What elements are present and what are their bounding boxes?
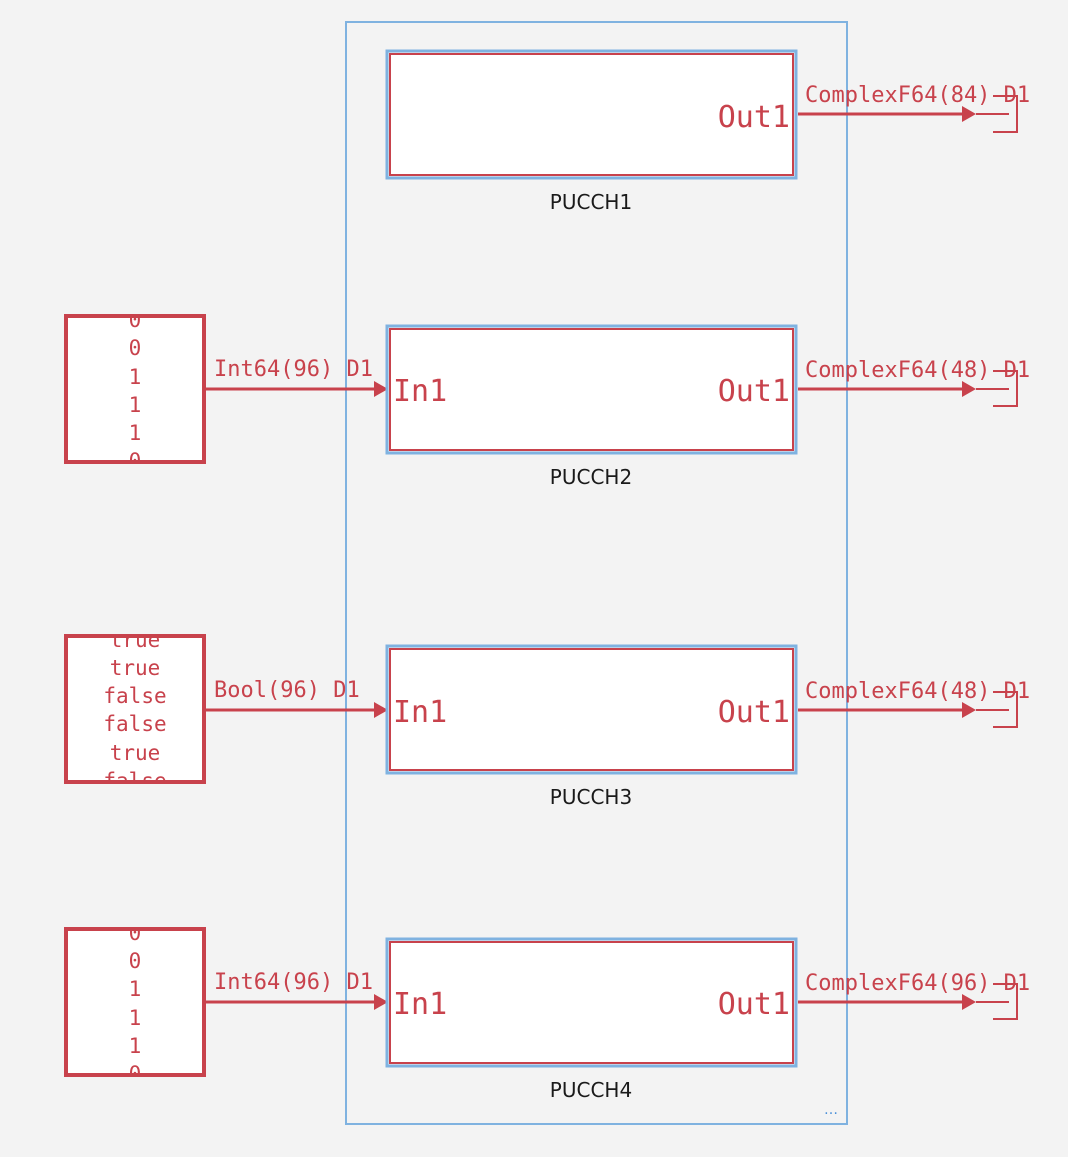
input-signal-label: Int64(96) D1 [214,970,373,995]
source-block-2[interactable]: true true false false true false [64,628,206,793]
block-pucch4[interactable]: In1 Out1 PUCCH4 [385,937,798,1102]
output-connector[interactable]: ComplexF64(84) D1 [798,83,1030,122]
block-out-port-label: Out1 [718,695,790,730]
block-name-label: PUCCH1 [550,190,632,214]
block-in-port-label: In1 [393,987,447,1022]
block-in-port-label: In1 [393,695,447,730]
output-signal-label: ComplexF64(48) D1 [805,679,1030,704]
subsystem-ellipsis[interactable]: … [824,1102,838,1118]
source-value: 1 [129,421,142,445]
block-in-port-label: In1 [393,374,447,409]
input-connector[interactable]: Int64(96) D1 [206,357,388,397]
terminator-icon[interactable] [976,983,1018,1020]
input-signal-label: Int64(96) D1 [214,357,373,382]
terminator-icon[interactable] [976,95,1018,133]
source-value: true [110,628,161,652]
block-pucch2[interactable]: In1 Out1 PUCCH2 [385,324,798,489]
source-value: 0 [129,921,142,945]
source-value: 1 [129,365,142,389]
input-connector[interactable]: Bool(96) D1 [206,678,388,718]
block-out-port-label: Out1 [718,374,790,409]
block-out-port-label: Out1 [718,987,790,1022]
source-value: false [103,684,166,708]
source-value: 0 [129,949,142,973]
output-connector[interactable]: ComplexF64(96) D1 [798,971,1030,1010]
input-connector[interactable]: Int64(96) D1 [206,970,388,1010]
source-value: 1 [129,977,142,1001]
source-value: false [103,712,166,736]
terminator-icon[interactable] [976,691,1018,728]
source-value: 0 [129,336,142,360]
block-name-label: PUCCH4 [550,1078,632,1102]
output-connector[interactable]: ComplexF64(48) D1 [798,679,1030,718]
source-block-1[interactable]: 0 0 1 1 1 0 [64,308,206,473]
block-name-label: PUCCH2 [550,465,632,489]
output-signal-label: ComplexF64(96) D1 [805,971,1030,996]
block-pucch3[interactable]: In1 Out1 PUCCH3 [385,644,798,809]
terminator-icon[interactable] [976,370,1018,407]
source-value: 1 [129,1006,142,1030]
source-value: 0 [129,449,142,473]
source-block-3[interactable]: 0 0 1 1 1 0 [64,921,206,1086]
source-value: 1 [129,1034,142,1058]
source-value: 0 [129,1062,142,1086]
source-value: true [110,656,161,680]
output-signal-label: ComplexF64(48) D1 [805,358,1030,383]
output-connector[interactable]: ComplexF64(48) D1 [798,358,1030,397]
block-out-port-label: Out1 [718,100,790,135]
source-value: false [103,769,166,793]
block-pucch1[interactable]: Out1 PUCCH1 [385,49,798,214]
output-signal-label: ComplexF64(84) D1 [805,83,1030,108]
source-value: true [110,741,161,765]
block-name-label: PUCCH3 [550,785,632,809]
source-value: 0 [129,308,142,332]
subsystem-frame[interactable] [345,21,848,1125]
input-signal-label: Bool(96) D1 [214,678,360,703]
source-value: 1 [129,393,142,417]
